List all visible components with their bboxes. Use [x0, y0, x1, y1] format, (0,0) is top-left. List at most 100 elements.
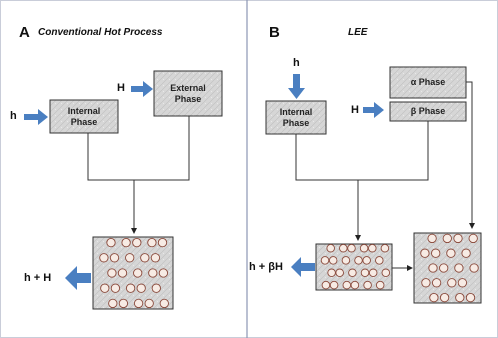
a-output-arrow [65, 266, 91, 290]
particle [140, 253, 150, 263]
particle [461, 248, 471, 258]
b-alpha-phase-label: α Phase [410, 77, 446, 87]
panel-b-title: LEE [348, 27, 368, 38]
particle [321, 280, 331, 290]
particle [125, 253, 135, 263]
b-input-arrow-internal [288, 74, 305, 99]
particle [339, 243, 348, 253]
particle [465, 292, 476, 303]
particle [328, 256, 338, 265]
particle [350, 280, 360, 290]
particle [431, 278, 442, 288]
a-input-arrow-external [131, 81, 153, 97]
particle [118, 298, 129, 309]
b-connectors [295, 81, 475, 271]
particle [136, 283, 146, 293]
a-input-h-label: h [10, 110, 17, 122]
particle [100, 283, 110, 293]
a-external-phase-label: External Phase [170, 82, 206, 104]
particle [381, 268, 391, 278]
b-output-arrow [291, 257, 315, 277]
b-alpha-phase-box [389, 66, 467, 99]
particle [144, 298, 154, 309]
particle [455, 292, 465, 303]
b-final-particles [420, 233, 479, 303]
particle [380, 243, 390, 253]
particle [468, 233, 478, 244]
particle [158, 268, 169, 278]
particle [431, 248, 441, 258]
particle [99, 253, 109, 263]
b-beta-phase-label: β Phase [410, 106, 446, 116]
a-merge-connector [87, 116, 190, 234]
b-particles [320, 243, 391, 290]
particle [363, 280, 372, 290]
particle [107, 268, 117, 278]
particle [439, 263, 449, 273]
particle [150, 253, 161, 263]
particle [133, 268, 143, 278]
particle [121, 237, 131, 248]
panel-a-title: Conventional Hot Process [38, 27, 163, 38]
particle [159, 298, 169, 309]
particle [442, 233, 452, 244]
particle [368, 243, 377, 253]
a-particles [99, 237, 169, 309]
particle [348, 268, 357, 278]
panel-b-letter: B [269, 24, 280, 41]
particle [326, 243, 335, 253]
particle [320, 256, 330, 265]
particle [341, 256, 351, 265]
a-input-H-label: H [117, 82, 125, 94]
particle [133, 298, 144, 309]
particle [375, 256, 384, 265]
particle [109, 253, 120, 263]
particle [335, 268, 344, 278]
a-internal-phase-label: Internal Phase [67, 105, 101, 127]
particle [110, 283, 121, 293]
particle [354, 256, 363, 265]
b-input-arrow-beta [363, 102, 384, 118]
particle [132, 237, 142, 248]
particle [106, 237, 116, 248]
panel-a-letter: A [19, 24, 30, 41]
b-input-H-label: H [351, 104, 359, 116]
particle [148, 268, 158, 278]
particle [359, 243, 369, 253]
particle [147, 237, 157, 248]
particle [469, 263, 479, 273]
particle [329, 280, 339, 290]
particle [342, 280, 352, 290]
particle [125, 283, 136, 293]
b-output-label: h + βH [249, 261, 283, 273]
particle [427, 233, 437, 244]
particle [360, 268, 370, 278]
particle [327, 268, 336, 278]
particle [421, 278, 431, 288]
particle [429, 292, 439, 303]
b-input-h-label: h [293, 57, 300, 69]
particle [375, 280, 385, 290]
particle [362, 256, 371, 265]
particle [446, 248, 456, 258]
particle [428, 263, 438, 273]
particle [117, 268, 128, 278]
particle [368, 268, 378, 278]
a-input-arrow-internal [24, 109, 48, 125]
a-output-label: h + H [24, 272, 52, 284]
a-internal-phase-box [49, 99, 119, 134]
particle [347, 243, 356, 253]
particle [151, 283, 161, 293]
a-external-phase-box [153, 70, 223, 117]
particle [453, 233, 463, 244]
particle [157, 237, 168, 248]
particle [439, 292, 450, 303]
b-internal-phase-label: Internal Phase [279, 106, 313, 128]
particle [457, 278, 468, 288]
particle [420, 248, 430, 258]
particle [447, 278, 457, 288]
particle [108, 298, 118, 309]
particle [454, 263, 464, 273]
